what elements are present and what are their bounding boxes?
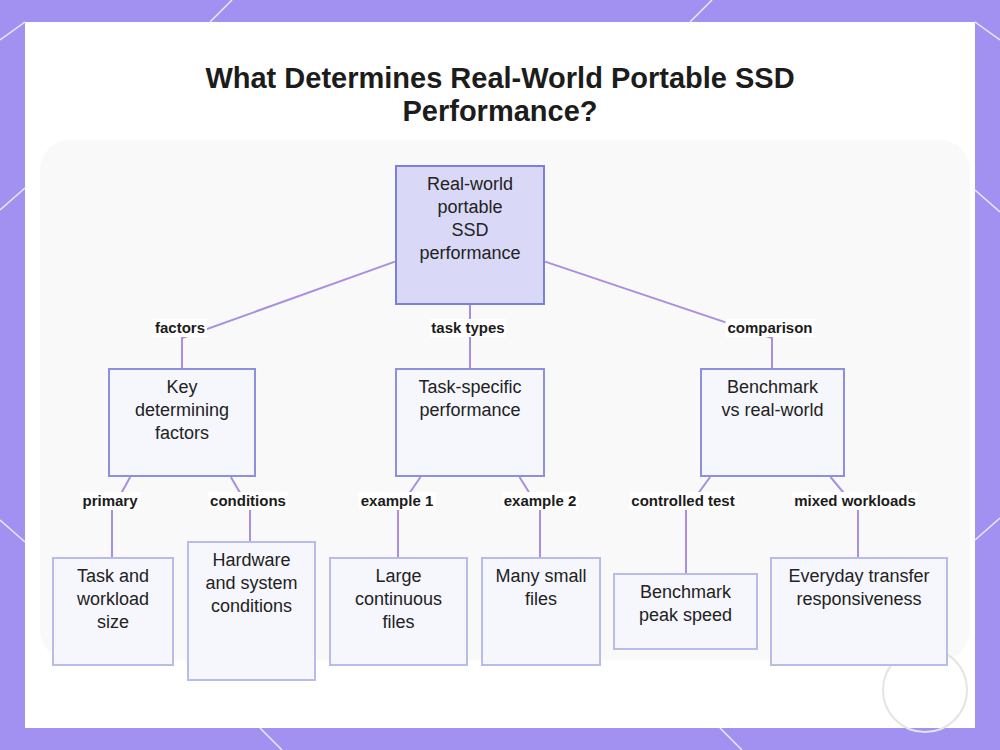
node-text: Real-world portable SSD performance	[417, 173, 523, 265]
node-text: Hardware and system conditions	[199, 549, 304, 618]
root-box: Real-world portable SSD performance	[395, 165, 545, 305]
node-text: Key determining factors	[124, 376, 240, 445]
detail-box: Many small files	[481, 557, 601, 666]
edge-label: example 1	[359, 492, 436, 510]
detail-box: Task and workload size	[52, 557, 174, 666]
category-box: Key determining factors	[108, 368, 256, 477]
connector-line	[520, 477, 541, 557]
node-text: Task and workload size	[64, 565, 162, 634]
edge-label: mixed workloads	[792, 492, 918, 510]
connector-line	[182, 262, 395, 368]
white-panel	[25, 22, 975, 728]
category-box: Task-specific performance	[395, 368, 545, 477]
connector-line	[545, 262, 772, 368]
diagram-title: What Determines Real-World Portable SSD …	[150, 62, 850, 128]
edge-label: task types	[429, 319, 506, 337]
detail-box: Hardware and system conditions	[187, 541, 316, 681]
faded-background-image	[40, 140, 970, 660]
node-text: Benchmark vs real-world	[716, 376, 829, 422]
detail-box: Everyday transfer responsiveness	[770, 557, 948, 666]
detail-box: Benchmark peak speed	[613, 573, 758, 650]
node-text: Many small files	[493, 565, 589, 611]
edge-label: example 2	[502, 492, 579, 510]
node-text: Benchmark peak speed	[625, 581, 746, 627]
detail-box: Large continuous files	[329, 557, 468, 666]
connector-line	[398, 477, 421, 557]
connector-line	[112, 477, 130, 557]
node-text: Everyday transfer responsiveness	[782, 565, 936, 611]
category-box: Benchmark vs real-world	[700, 368, 845, 477]
edge-label: controlled test	[629, 492, 736, 510]
edge-label: factors	[153, 319, 207, 337]
node-text: Task-specific performance	[411, 376, 529, 422]
node-text: Large continuous files	[341, 565, 456, 634]
edge-label: primary	[80, 492, 139, 510]
edge-label: conditions	[208, 492, 288, 510]
edge-label: comparison	[725, 319, 814, 337]
connector-line	[831, 477, 859, 557]
